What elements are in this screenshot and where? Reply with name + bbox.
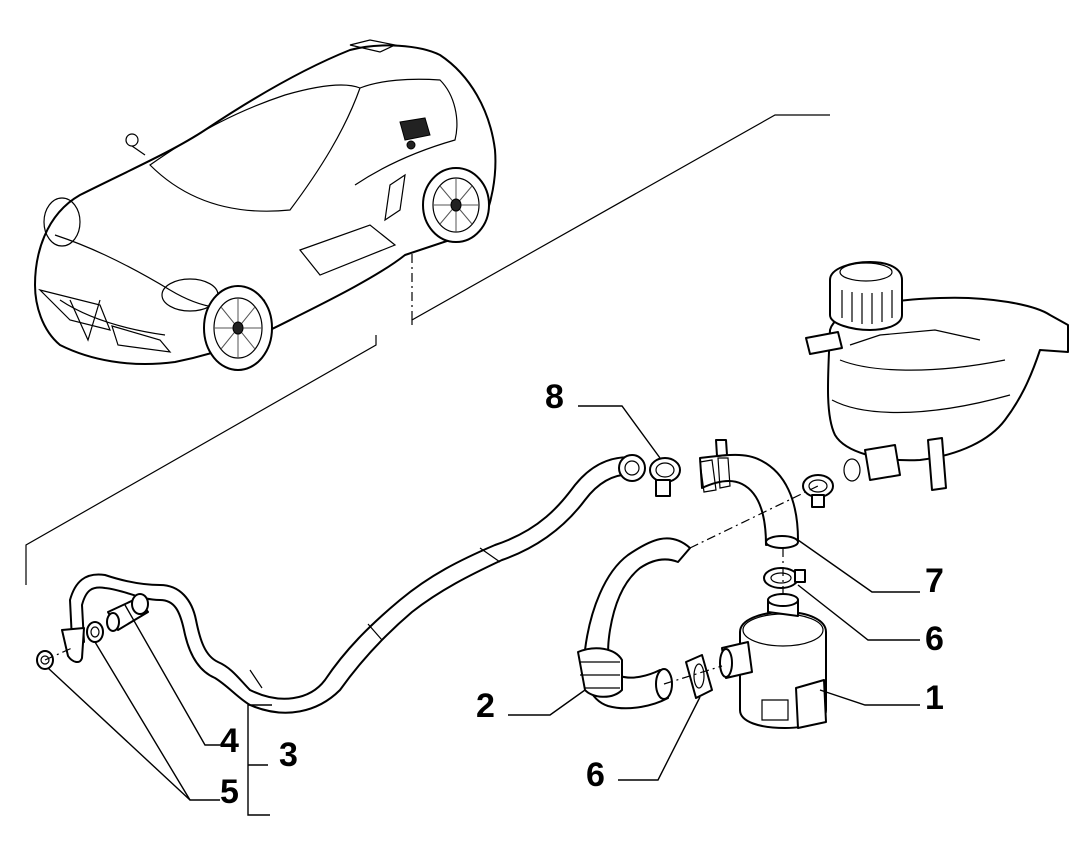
fitting-4 — [106, 593, 149, 632]
car-illustration — [34, 39, 497, 371]
callout-4: 4 — [220, 722, 239, 760]
pump-1 — [719, 593, 827, 729]
clamp-tank — [802, 474, 834, 508]
component-location-marker — [399, 117, 431, 150]
hose-2 — [577, 537, 691, 710]
callout-6-upper: 6 — [925, 620, 944, 658]
callout-7: 7 — [925, 562, 944, 600]
clamp-8 — [649, 457, 681, 497]
callout-1: 1 — [925, 679, 944, 717]
clamp-6-lower — [685, 654, 713, 699]
front-wheel — [203, 285, 273, 371]
hose-7 — [699, 439, 799, 549]
callout-5: 5 — [220, 773, 239, 811]
callout-6-lower: 6 — [586, 756, 605, 794]
rear-wheel — [422, 167, 490, 243]
callout-3: 3 — [279, 736, 298, 774]
rings-5 — [36, 621, 104, 670]
callout-labels: 8 7 6 1 2 6 4 3 5 — [220, 378, 944, 811]
callout-2: 2 — [476, 687, 495, 725]
hose-assembly-3 — [61, 454, 646, 714]
callout-8: 8 — [545, 378, 564, 416]
leader-lines — [47, 405, 920, 816]
assembly-axes — [44, 485, 819, 685]
expansion-tank — [805, 261, 1069, 491]
clamp-6-upper — [763, 567, 806, 589]
